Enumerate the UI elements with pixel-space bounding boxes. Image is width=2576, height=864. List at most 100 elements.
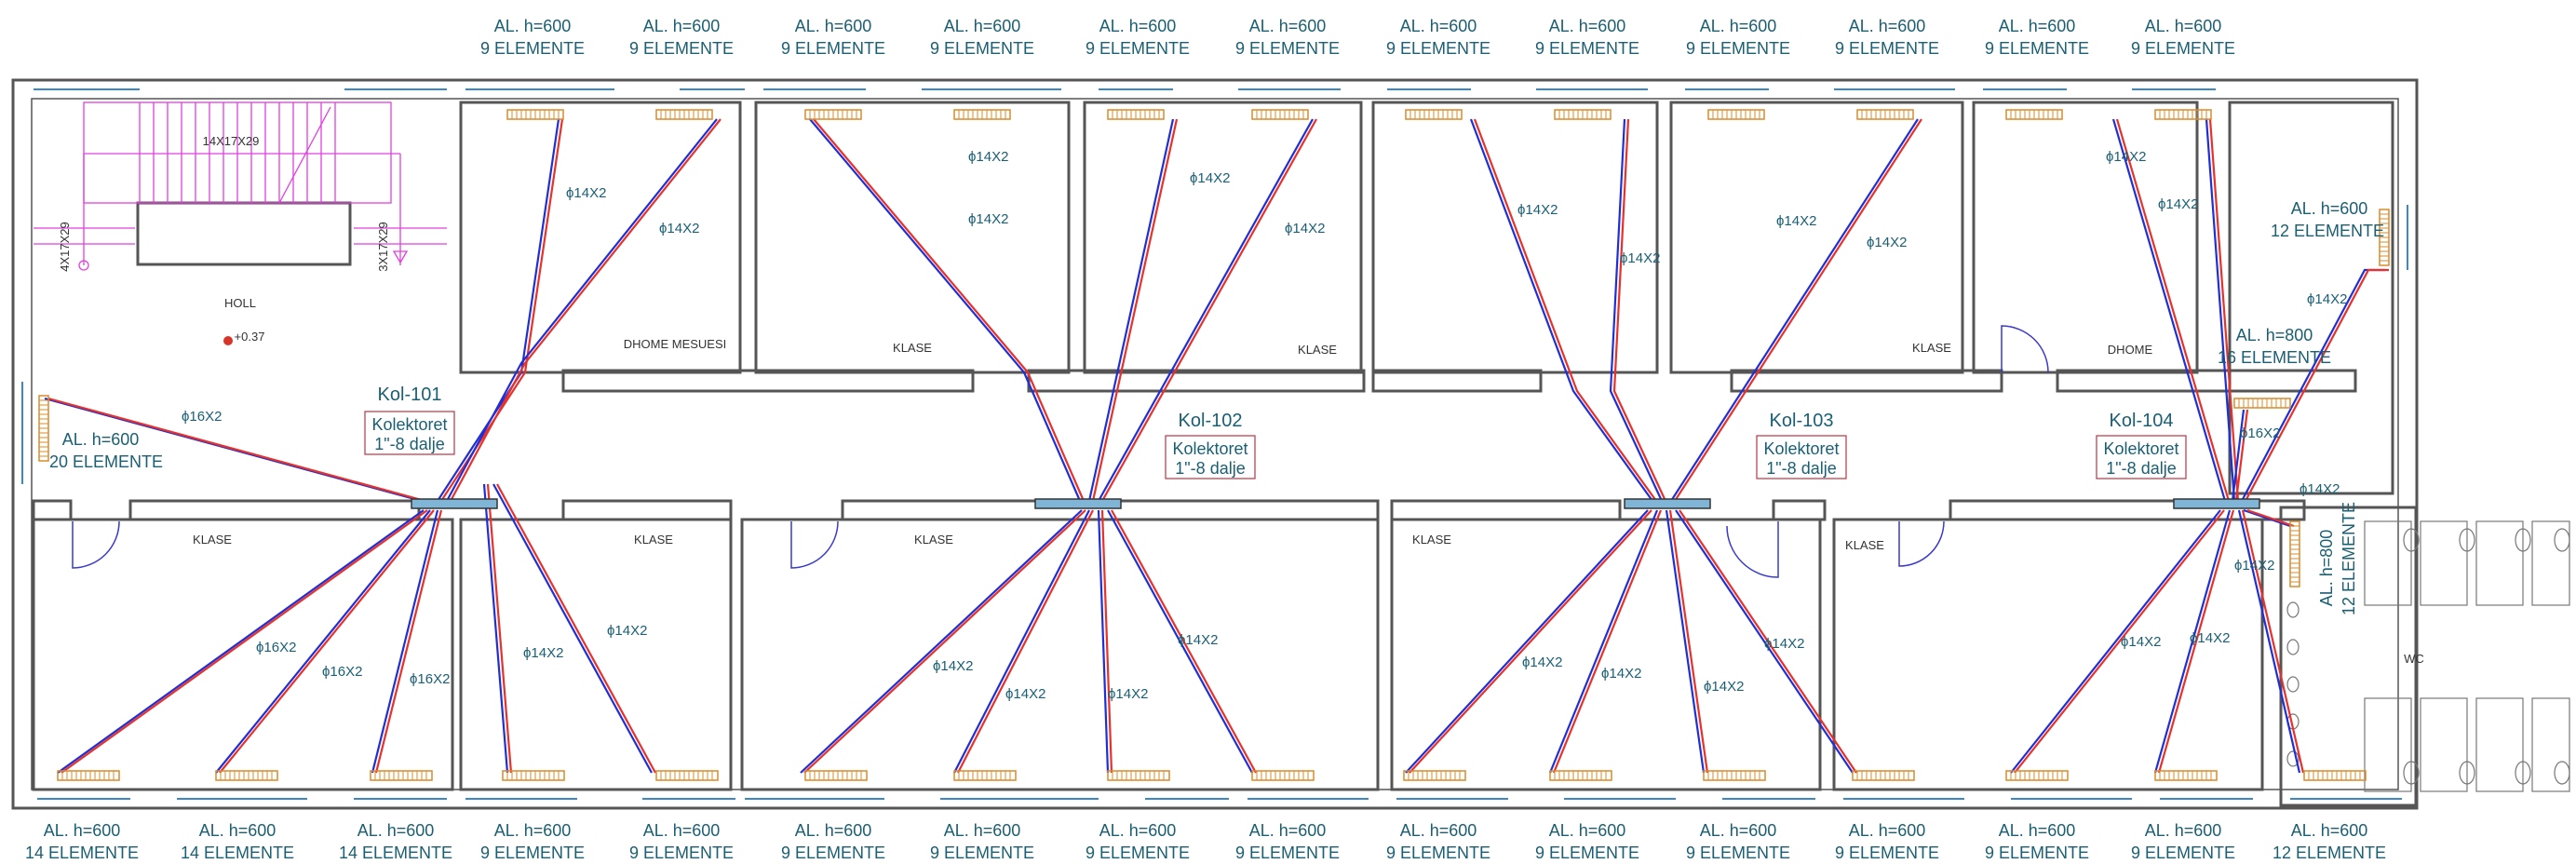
pipe-size-label: ϕ14X2 [968,211,1008,227]
return-pipe [2237,509,2301,774]
pipe-size-label: ϕ16X2 [410,671,450,687]
bottom-radiator-label-title: AL. h=600 [494,821,572,840]
room-wc: WC [2404,652,2424,666]
top-radiator-label-title: AL. h=600 [1999,17,2076,35]
bottom-radiator-label-count: 9 ELEMENTE [1686,844,1790,862]
pipe-size-label: ϕ14X2 [2234,558,2274,574]
radiator [953,109,1011,120]
top-radiator-label-count: 9 ELEMENTE [1985,39,2089,58]
top-radiator-label-count: 9 ELEMENTE [781,39,885,58]
top-radiator-label-title: AL. h=600 [944,17,1021,35]
top-radiator-label-title: AL. h=600 [1849,17,1926,35]
supply-pipe [450,118,722,502]
top-radiator-label-count: 9 ELEMENTE [1086,39,1190,58]
top-radiator-label-count: 9 ELEMENTE [1535,39,1639,58]
collector-name: Kol-102 [1179,411,1243,431]
bottom-radiator-label-title: AL. h=600 [2291,821,2368,840]
stair-left-dim: 4X17X29 [58,222,72,272]
top-radiator-label-title: AL. h=600 [1400,17,1477,35]
right-radiator-2-sub: 16 ELEMENTE [2218,348,2331,367]
return-pipe [57,509,425,774]
supply-pipe [374,509,443,774]
radiator [2154,109,2212,120]
collector-name: Kol-101 [378,385,442,405]
pipe-size-label: ϕ14X2 [2121,634,2161,650]
return-pipe [1675,509,1854,774]
collector-line2: 1"-8 dalje [1175,459,1245,478]
supply-pipe [61,509,428,774]
bottom-radiator-label-title: AL. h=600 [1549,821,1626,840]
bottom-radiator-label-count: 9 ELEMENTE [480,844,585,862]
room-klase-7: KLASE [1412,533,1451,547]
supply-pipe [1100,509,1113,774]
return-pipe [1670,118,1919,502]
bottom-radiator-label-count: 9 ELEMENTE [1535,844,1639,862]
supply-pipe [2014,509,2225,774]
return-pipe [1469,118,1653,502]
right-radiator-1-title: AL. h=600 [2291,199,2368,218]
pipe-size-label: ϕ14X2 [1867,235,1907,250]
radiator [1549,770,1612,781]
radiator [655,770,719,781]
return-pipe [482,483,509,774]
supply-pipe [2241,509,2305,774]
radiator [1856,109,1914,120]
pipe-size-labels: ϕ14X2 ϕ14X2 ϕ14X2 ϕ14X2 ϕ14X2 ϕ14X2 ϕ14X2 ϕ14X2… [182,149,2347,702]
bottom-radiator-label-count: 9 ELEMENTE [2131,844,2235,862]
return-pipe [446,118,718,502]
level-mark: +0.37 [235,330,265,344]
top-radiator-label-title: AL. h=600 [494,17,572,35]
supply-pipe [1409,509,1652,774]
room-holl: HOLL [224,296,256,310]
collector-line1: Kolektoret [2103,439,2178,458]
pipe-size-label: ϕ14X2 [2106,149,2146,165]
return-pipe [1097,509,1110,774]
radiator [804,770,868,781]
supply-pipe [1674,118,1922,502]
return-pipe [2205,118,2236,502]
radiator [1852,770,1915,781]
windows [21,88,2408,800]
pipe-size-label: ϕ14X2 [1005,686,1045,702]
pipe-size-label: ϕ14X2 [2300,481,2340,497]
pipe-size-label: ϕ14X2 [659,221,699,236]
top-radiator-label-count: 9 ELEMENTE [1386,39,1490,58]
collector-name: Kol-103 [1770,411,1834,431]
bottom-radiator-label-title: AL. h=600 [199,821,276,840]
top-radiator-label-count: 9 ELEMENTE [629,39,734,58]
pipe-size-label: ϕ14X2 [523,645,563,661]
bottom-radiator-label-count: 14 ELEMENTE [25,844,139,862]
radiator [804,109,862,120]
return-pipe [1107,509,1253,774]
radiator [1554,109,1612,120]
top-radiator-label-title: AL. h=600 [2145,17,2222,35]
supply-pipe [2115,118,2231,502]
radiator [57,770,120,781]
bottom-radiator-label-title: AL. h=600 [2145,821,2222,840]
room-klase-5: KLASE [634,533,673,547]
pipe-size-label: ϕ14X2 [2158,196,2198,212]
collector-line2: 1"-8 dalje [2106,459,2176,478]
right-radiator-3-title: AL. h=800 [2317,530,2336,607]
return-pipe [1548,509,1659,774]
pipe-size-label: ϕ14X2 [566,185,606,201]
bottom-radiator-label-count: 9 ELEMENTE [1235,844,1340,862]
radiator [2233,398,2291,409]
collector-line1: Kolektoret [1172,439,1248,458]
stair-right-dim: 3X17X29 [376,222,390,272]
supply-pipe [2208,118,2240,502]
pipe-size-label: ϕ14X2 [1601,666,1641,682]
radiator [655,109,713,120]
pipe-size-label: ϕ14X2 [2190,630,2230,646]
bottom-radiator-label-title: AL. h=600 [1400,821,1477,840]
pipe-size-label: ϕ14X2 [1704,679,1744,695]
collector-line2: 1"-8 dalje [374,435,444,453]
supply-pipe [2246,508,2295,528]
pipe-size-label: ϕ14X2 [1190,170,1230,186]
collector-line1: Kolektoret [1763,439,1839,458]
supply-pipe [1101,118,1317,502]
bottom-radiator-label-count: 9 ELEMENTE [930,844,1034,862]
pipe-size-label: ϕ14X2 [607,623,647,639]
radiator [1107,109,1165,120]
